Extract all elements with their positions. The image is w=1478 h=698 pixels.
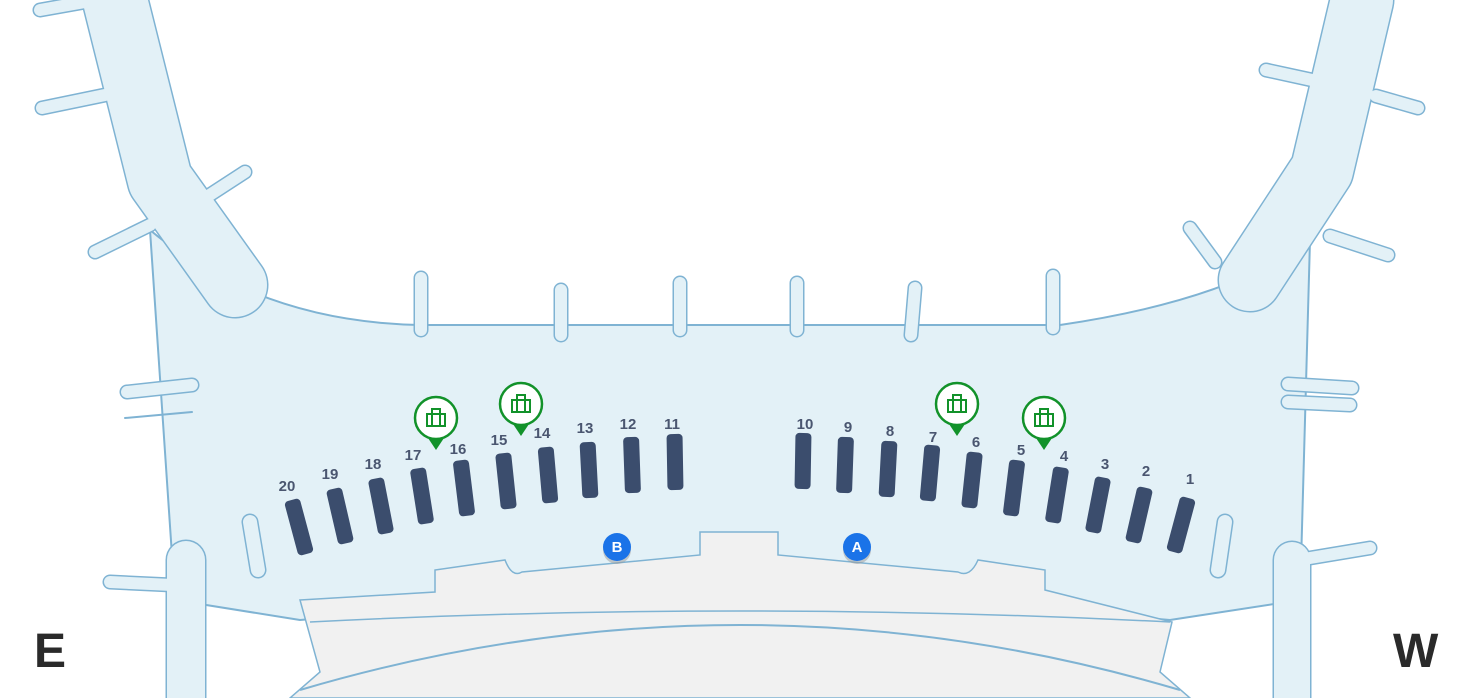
gate-counter[interactable] [666, 433, 684, 491]
pier-fill [1304, 542, 1376, 564]
shop-marker[interactable] [413, 395, 459, 450]
compass-east: E [34, 625, 67, 678]
gate-label: 11 [664, 416, 680, 433]
gate-counter[interactable] [623, 436, 641, 494]
gate-counter[interactable] [368, 477, 394, 535]
shopping-bag-icon [426, 408, 446, 427]
terminal-body [124, 411, 193, 419]
road-curve [299, 624, 1181, 691]
gate-counter[interactable] [1166, 496, 1196, 554]
gate-label: 8 [886, 423, 894, 440]
zone-badge-label: A [852, 539, 863, 556]
pier-fill [1282, 378, 1358, 394]
shopping-bag-icon [511, 394, 531, 413]
terminal-area [34, 0, 1424, 698]
gate-label: 14 [534, 425, 551, 442]
gate-counter[interactable] [836, 436, 854, 494]
gate-label: 1 [1186, 471, 1194, 488]
gate-label: 17 [405, 447, 422, 464]
pier-fill [1260, 64, 1318, 86]
gate-label: 12 [620, 416, 637, 433]
shop-marker[interactable] [934, 381, 980, 436]
pier-fill [1370, 90, 1424, 114]
gate-label: 20 [279, 478, 296, 495]
gate-label: 15 [491, 432, 508, 449]
gate-counter[interactable] [537, 446, 559, 504]
pier-fill [1184, 222, 1221, 268]
gate-label: 2 [1142, 463, 1150, 480]
gate-label: 6 [972, 434, 980, 451]
gate-label: 13 [577, 420, 594, 437]
gate-counter[interactable] [919, 444, 941, 502]
pier-fill [199, 166, 251, 204]
gate-label: 7 [929, 429, 937, 446]
gate-counter[interactable] [961, 451, 983, 509]
gate-label: 4 [1060, 448, 1069, 465]
pier-fill [104, 576, 178, 591]
zone-badge-a[interactable]: A [843, 533, 871, 564]
pier-fill [34, 0, 91, 16]
pier-fill [36, 89, 111, 114]
shopping-bag-icon [1034, 408, 1054, 427]
gate-label: 16 [450, 441, 467, 458]
landside-area [288, 531, 1192, 698]
shopping-bag-icon [947, 394, 967, 413]
gate-label: 5 [1017, 442, 1025, 459]
gate-label: 9 [844, 419, 852, 436]
gate-counter[interactable] [326, 487, 354, 545]
landside-edge [309, 610, 1171, 623]
gate-counter[interactable] [410, 467, 435, 525]
zone-badge-label: B [612, 539, 623, 556]
gate-label: 3 [1101, 456, 1109, 473]
pier-fill [121, 379, 198, 398]
gate-counter[interactable] [878, 440, 898, 498]
pier-fill [89, 219, 156, 258]
shop-marker[interactable] [1021, 395, 1067, 450]
gate-counter[interactable] [495, 452, 517, 510]
gate-counter[interactable] [794, 432, 812, 490]
compass-west: W [1393, 625, 1439, 678]
pier-fill [905, 282, 921, 341]
pier-fill [243, 515, 265, 577]
gate-counter[interactable] [1085, 476, 1111, 534]
pier-fill [1282, 396, 1356, 411]
pier-fill [1324, 230, 1394, 261]
pier-fill [1211, 515, 1232, 577]
gate-label: 10 [797, 416, 814, 433]
gate-label: 18 [365, 456, 382, 473]
gate-counter[interactable] [284, 498, 314, 556]
shop-marker[interactable] [498, 381, 544, 436]
pier-fill [83, 0, 267, 317]
zone-badge-b[interactable]: B [603, 533, 631, 564]
gate-counter[interactable] [579, 441, 599, 499]
gate-counter[interactable] [1003, 459, 1026, 517]
pier-fill [1219, 0, 1393, 311]
shop-markers [413, 381, 1067, 450]
gate-counter[interactable] [1045, 466, 1070, 524]
gate-counter[interactable] [1125, 486, 1153, 544]
gate-counter[interactable] [453, 459, 476, 517]
gate-label: 19 [322, 466, 339, 483]
